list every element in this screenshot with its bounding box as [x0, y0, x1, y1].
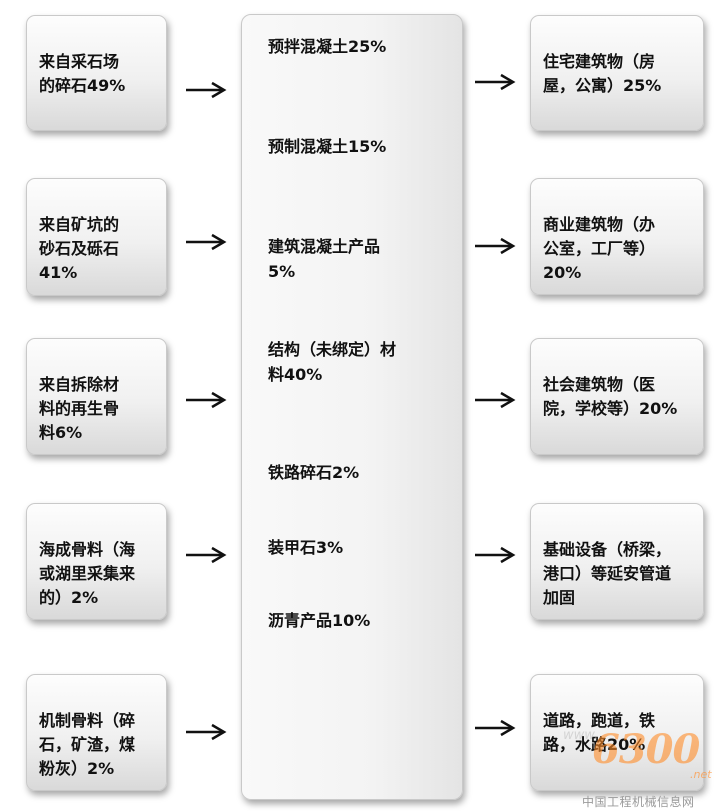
source-label-quarry: 来自采石场 的碎石49%: [39, 52, 126, 95]
product-building-concrete: 建筑混凝土产品 5%: [268, 237, 381, 281]
source-box-manufactured: 机制骨料（碎 石，矿渣，煤 粉灰）2%: [26, 674, 167, 791]
arrow-right-icon: [475, 237, 516, 255]
arrow-right-icon: [186, 391, 227, 409]
arrow-right-icon: [475, 719, 516, 737]
use-label-transport: 道路，跑道，铁 路，水路20%: [543, 711, 656, 754]
product-armour-stone: 装甲石3%: [268, 538, 344, 557]
use-box-social: 社会建筑物（医 院，学校等）20%: [530, 338, 704, 455]
watermark-site-name: 中国工程机械信息网: [582, 795, 695, 809]
use-box-transport: 道路，跑道，铁 路，水路20%: [530, 674, 704, 791]
use-label-infrastructure: 基础设备（桥梁， 港口）等延安管道 加固: [543, 540, 672, 607]
arrow-right-icon: [475, 73, 516, 91]
product-ready-mix: 预拌混凝土25%: [268, 37, 387, 56]
use-label-residential: 住宅建筑物（房 屋，公寓）25%: [543, 52, 662, 95]
arrow-right-icon: [475, 546, 516, 564]
product-precast: 预制混凝土15%: [268, 137, 387, 156]
watermark-www: www.: [563, 728, 599, 743]
source-box-pit: 来自矿坑的 砂石及砾石 41%: [26, 178, 167, 296]
use-box-residential: 住宅建筑物（房 屋，公寓）25%: [530, 15, 704, 131]
source-label-manufactured: 机制骨料（碎 石，矿渣，煤 粉灰）2%: [39, 711, 136, 778]
product-unbound: 结构（未绑定）材 料40%: [268, 340, 397, 384]
product-asphalt: 沥青产品10%: [268, 611, 371, 630]
watermark-net: .net: [690, 768, 712, 781]
source-label-marine: 海成骨料（海 或湖里采集来 的）2%: [39, 540, 136, 607]
source-box-marine: 海成骨料（海 或湖里采集来 的）2%: [26, 503, 167, 620]
source-label-pit: 来自矿坑的 砂石及砾石 41%: [39, 215, 120, 282]
use-box-commercial: 商业建筑物（办 公室，工厂等） 20%: [530, 178, 704, 295]
product-panel: [241, 14, 463, 800]
use-box-infrastructure: 基础设备（桥梁， 港口）等延安管道 加固: [530, 503, 704, 620]
arrow-right-icon: [186, 81, 227, 99]
source-box-recycled: 来自拆除材 料的再生骨 料6%: [26, 338, 167, 455]
source-box-quarry: 来自采石场 的碎石49%: [26, 15, 167, 131]
arrow-right-icon: [475, 391, 516, 409]
source-label-recycled: 来自拆除材 料的再生骨 料6%: [39, 375, 120, 442]
product-rail-ballast: 铁路碎石2%: [268, 463, 360, 482]
watermark-logo-number: 6300: [592, 726, 700, 773]
use-label-social: 社会建筑物（医 院，学校等）20%: [543, 375, 678, 418]
use-label-commercial: 商业建筑物（办 公室，工厂等） 20%: [543, 215, 656, 282]
arrow-right-icon: [186, 546, 227, 564]
arrow-right-icon: [186, 723, 227, 741]
arrow-right-icon: [186, 233, 227, 251]
